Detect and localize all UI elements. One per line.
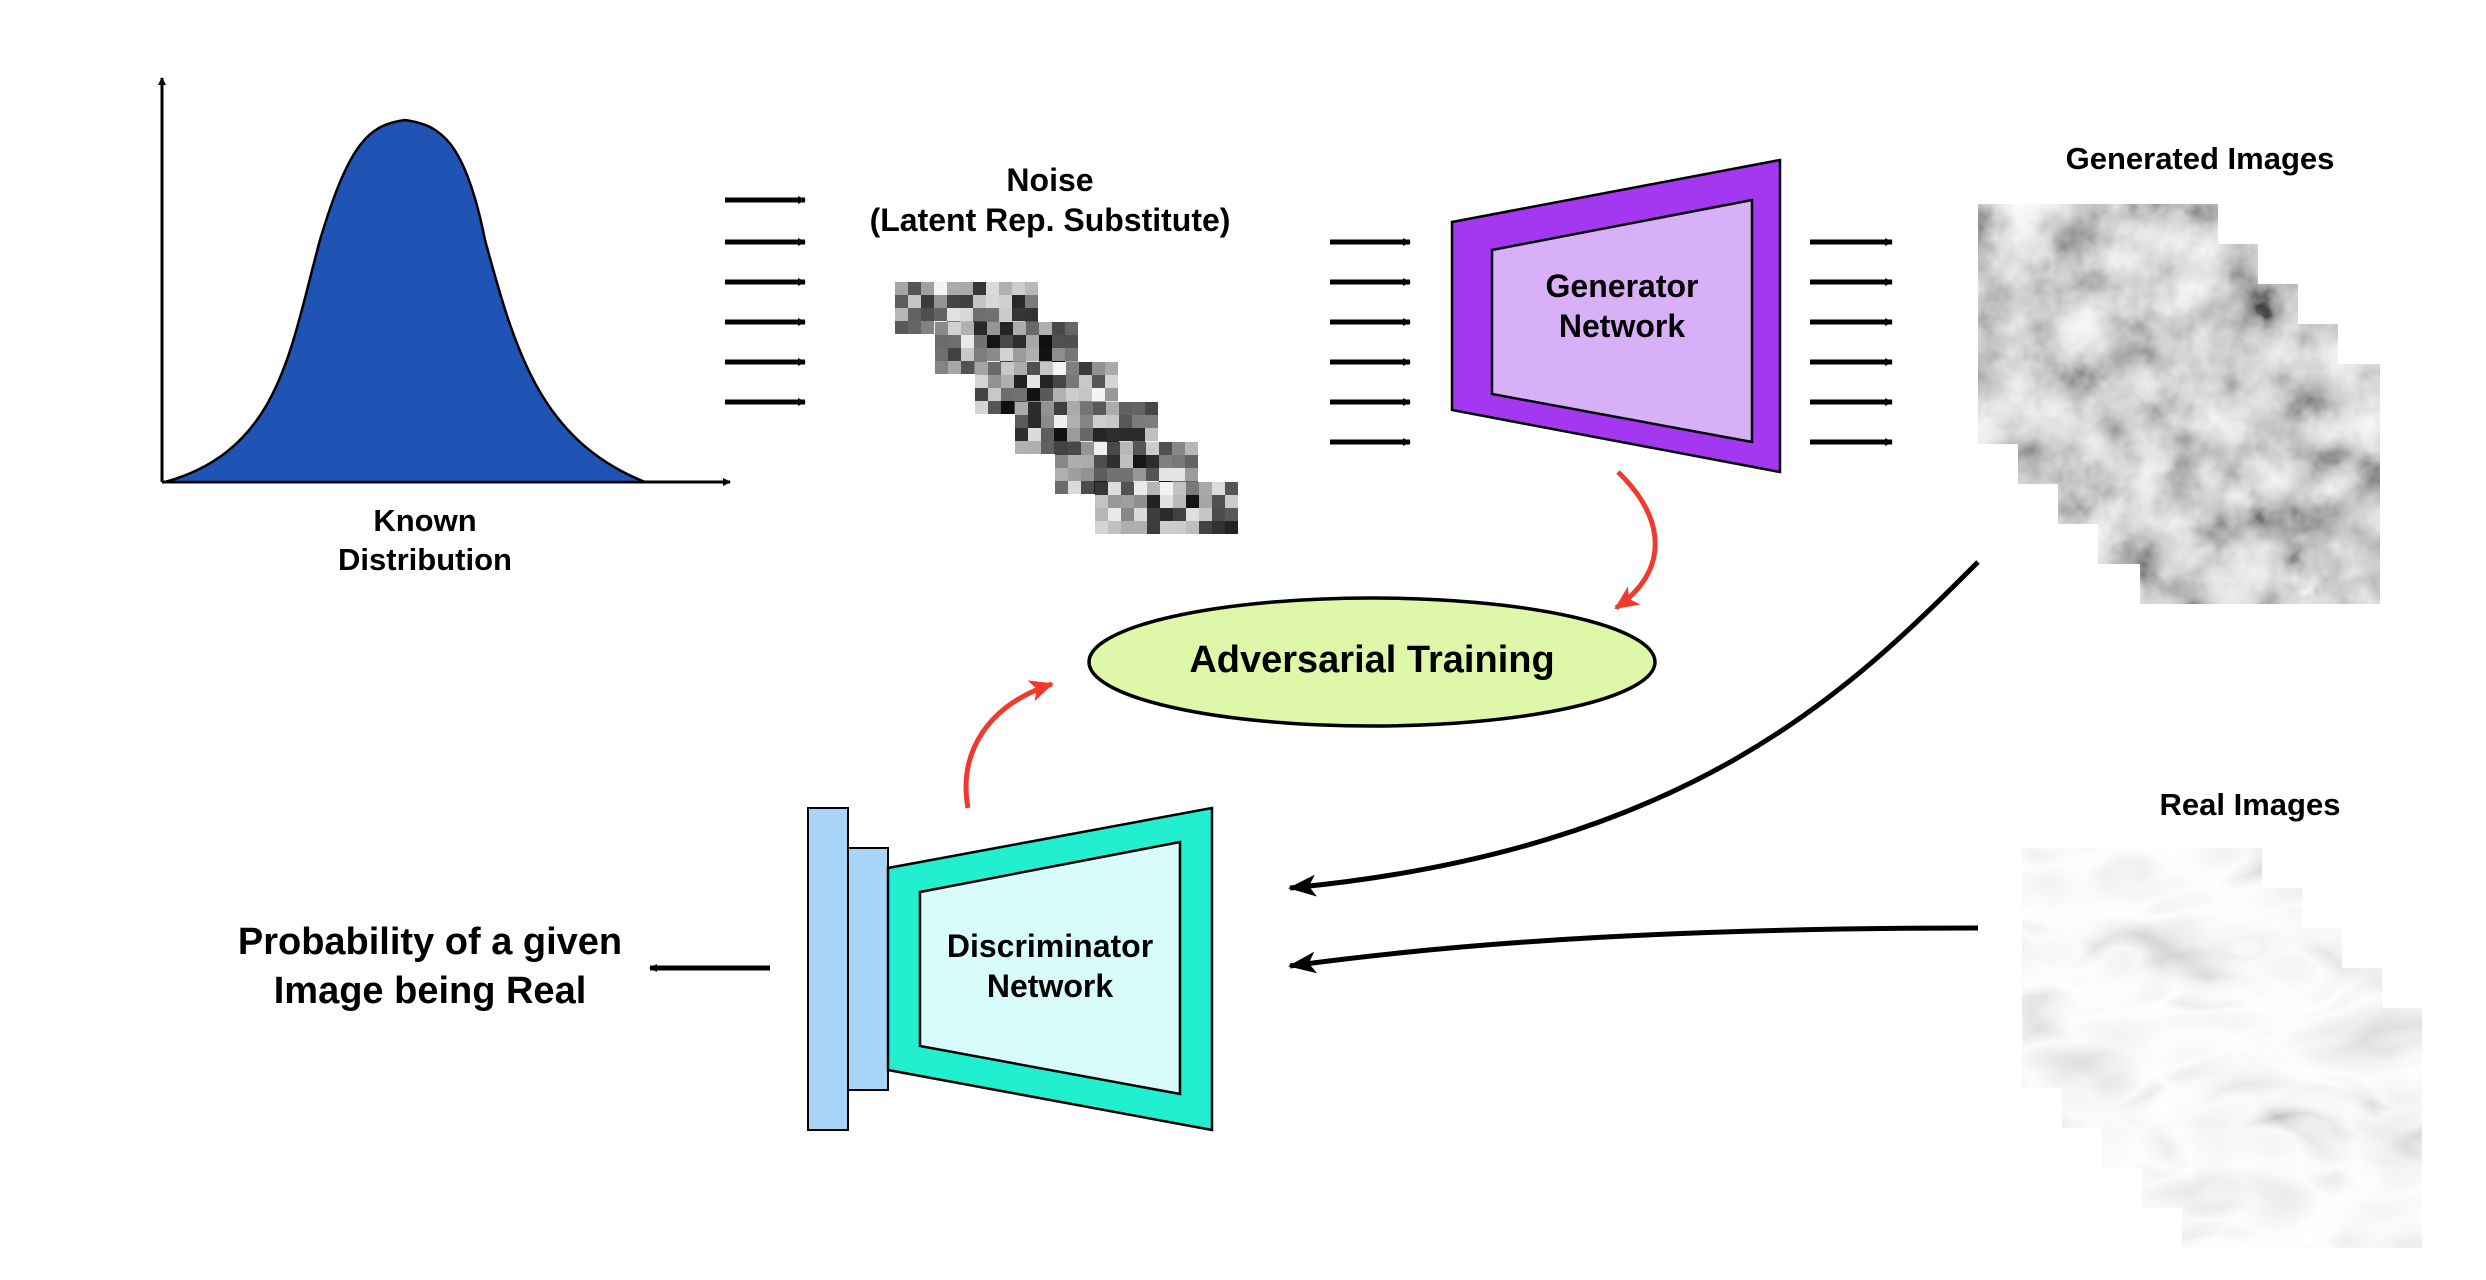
generator-network bbox=[1450, 158, 1782, 474]
output-label: Probability of a given Image being Real bbox=[237, 921, 623, 1013]
noise-label: Noise (Latent Rep. Substitute) bbox=[869, 162, 1231, 238]
real-images-label: Real Images bbox=[2159, 787, 2341, 822]
generator-input-arrows bbox=[1330, 238, 1411, 446]
generator-label: Generator Network bbox=[1545, 268, 1699, 344]
adversarial-training-ellipse bbox=[1087, 596, 1657, 728]
adversarial-training-label: Adversarial Training bbox=[1189, 639, 1555, 681]
discriminator-to-training-arrow bbox=[963, 680, 1054, 809]
discriminator-label: Discriminator Network bbox=[946, 928, 1154, 1004]
known-distribution-plot bbox=[158, 77, 731, 486]
generated-image bbox=[2139, 363, 2381, 605]
generated-images-stack bbox=[1977, 203, 2381, 605]
generator-to-training-arrow bbox=[1614, 470, 1658, 611]
real-to-discriminator-arrow bbox=[1288, 925, 1979, 974]
bell-curve bbox=[164, 118, 646, 484]
noise-tile bbox=[1095, 482, 1238, 534]
known-distribution-label: Known Distribution bbox=[338, 503, 512, 577]
noise-arrows bbox=[725, 196, 806, 406]
discriminator-network bbox=[807, 806, 1214, 1132]
real-images-stack bbox=[2021, 847, 2423, 1249]
generator-output-arrows bbox=[1810, 238, 1893, 446]
real-image bbox=[2181, 1007, 2423, 1249]
generated-images-label: Generated Images bbox=[2065, 141, 2335, 176]
noise-tiles bbox=[895, 282, 1238, 534]
generated-to-discriminator-arrow bbox=[1288, 560, 1980, 897]
